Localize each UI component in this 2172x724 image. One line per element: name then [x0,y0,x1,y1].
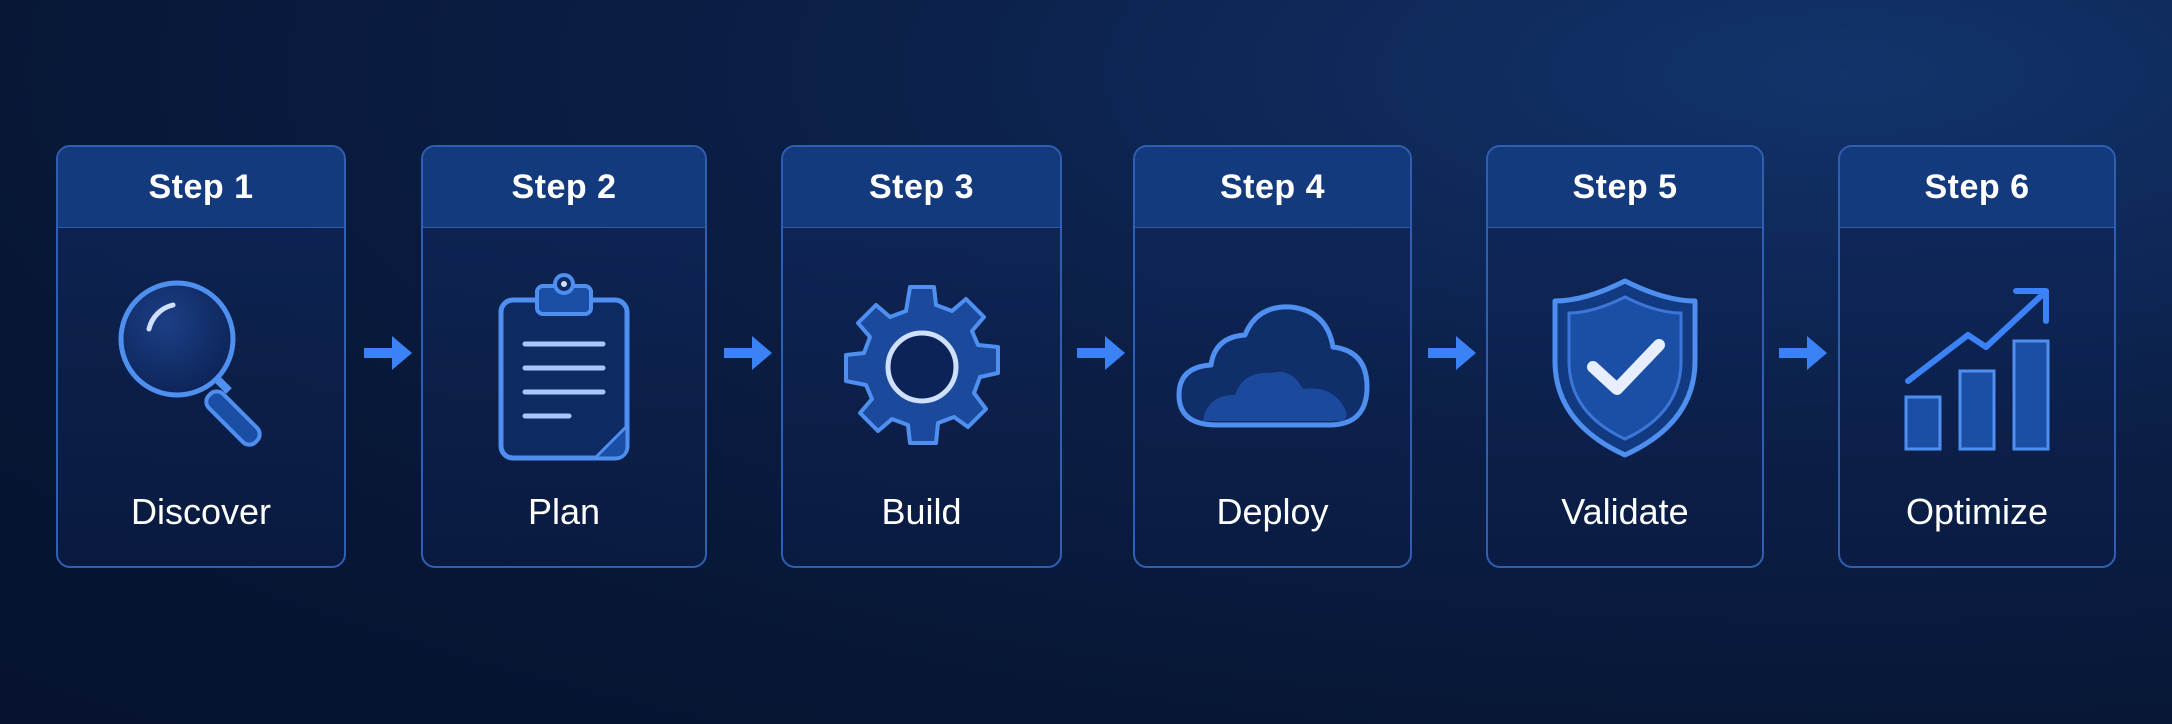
step-card-1: Step 1 Discover [56,145,346,568]
step-label: Optimize [1905,491,2049,532]
step-title: Step 2 [423,147,705,228]
step-title: Step 3 [783,147,1060,228]
step-label: Plan [527,491,601,532]
arrow-right-icon [722,332,774,374]
step-label: Validate [1561,491,1689,532]
step-card-2: Step 2 Plan [421,145,707,568]
step-label: Build [881,491,962,532]
step-card-6: Step 6 Optimize [1838,145,2116,568]
step-label: Discover [130,491,272,532]
cloud-icon [1135,267,1410,467]
arrow-right-icon [362,332,414,374]
growth-chart-icon [1840,267,2114,467]
gear-icon [783,267,1060,467]
step-title: Step 5 [1488,147,1762,228]
arrow-right-icon [1075,332,1127,374]
step-card-4: Step 4 Deploy [1133,145,1412,568]
step-title: Step 1 [58,147,344,228]
step-title: Step 4 [1135,147,1410,228]
magnifier-icon [58,267,344,467]
shield-check-icon [1488,267,1762,467]
step-title: Step 6 [1840,147,2114,228]
step-card-5: Step 5 Validate [1486,145,1764,568]
arrow-right-icon [1777,332,1829,374]
arrow-right-icon [1426,332,1478,374]
step-label: Deploy [1216,491,1329,532]
clipboard-icon [423,267,705,467]
step-card-3: Step 3 Build [781,145,1062,568]
